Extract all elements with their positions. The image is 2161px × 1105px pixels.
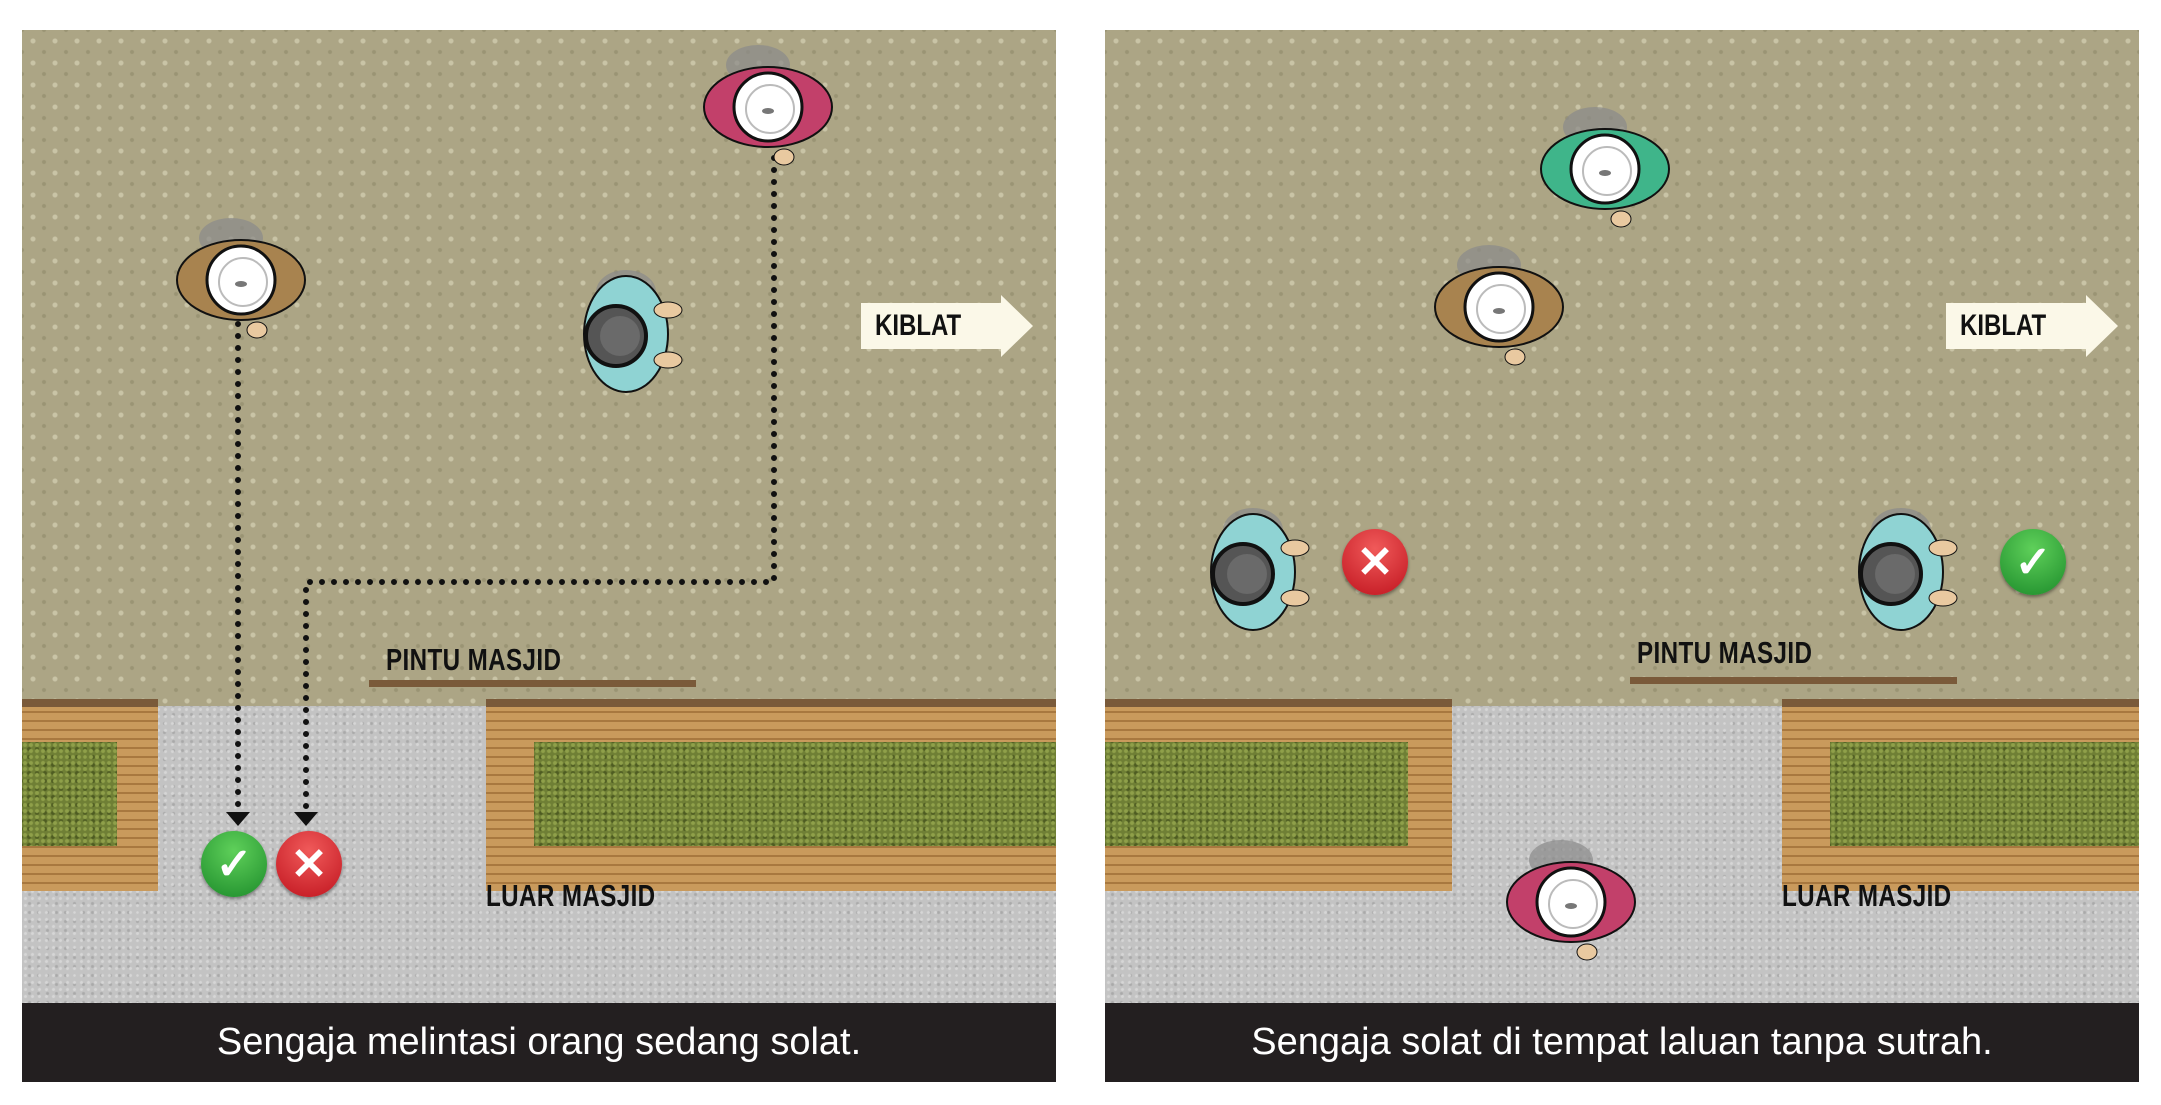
door-line xyxy=(1630,677,1957,684)
cross-icon: ✕ xyxy=(276,831,342,897)
cross-icon: ✕ xyxy=(1342,529,1408,595)
planter-left xyxy=(1105,699,1452,891)
carpet-area xyxy=(22,30,1056,706)
door-label: PINTU MASJID xyxy=(1637,635,1813,670)
person-walking-green xyxy=(1535,97,1675,247)
kiblat-label: KIBLAT xyxy=(875,309,962,342)
person-praying-in-path xyxy=(1191,490,1331,640)
panel-praying-in-path: KIBLAT PINTU MASJID LUAR MASJID ✕ ✓ Seng… xyxy=(1105,30,2139,1082)
planter-right xyxy=(486,699,1056,891)
outside-label: LUAR MASJID xyxy=(486,878,656,913)
person-walking-pink xyxy=(1501,830,1641,980)
person-walking-brown xyxy=(1429,235,1569,385)
planter-right xyxy=(1782,699,2139,891)
outside-label: LUAR MASJID xyxy=(1782,878,1952,913)
planter-left xyxy=(22,699,158,891)
caption: Sengaja solat di tempat laluan tanpa sut… xyxy=(1105,1003,2139,1082)
caption: Sengaja melintasi orang sedang solat. xyxy=(22,1003,1056,1082)
check-icon: ✓ xyxy=(2000,529,2066,595)
kiblat-arrow: KIBLAT xyxy=(861,295,1046,357)
check-icon: ✓ xyxy=(201,831,267,897)
person-praying-correct xyxy=(1839,490,1979,640)
kiblat-label: KIBLAT xyxy=(1960,309,2047,342)
person-walking-brown xyxy=(171,208,311,358)
panel-passing-in-front: KIBLAT PINTU MASJID LUAR MASJID ✓ ✕ Seng… xyxy=(22,30,1056,1082)
person-praying xyxy=(564,252,704,402)
person-walking-pink xyxy=(698,35,838,185)
kiblat-arrow: KIBLAT xyxy=(1946,295,2131,357)
door-line xyxy=(369,680,696,687)
walking-paths xyxy=(226,155,777,826)
door-label: PINTU MASJID xyxy=(386,642,562,677)
